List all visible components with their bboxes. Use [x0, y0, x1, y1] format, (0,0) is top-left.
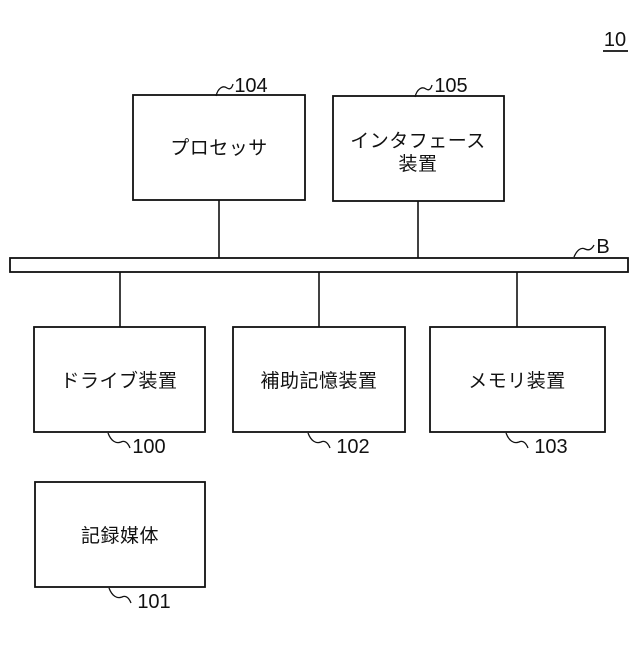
recording-medium-box: [34, 481, 206, 588]
processor-box: [132, 94, 306, 201]
drive-label: ドライブ装置: [60, 369, 177, 392]
recording-medium-label: 記録媒体: [81, 525, 159, 547]
drive-ref: 100: [132, 436, 165, 458]
drive-ref-leader: [107, 432, 131, 449]
processor-ref: 104: [234, 75, 267, 97]
processor-label: プロセッサ: [170, 137, 268, 159]
interface-ref-leader: [414, 84, 433, 98]
memory-ref: 103: [534, 436, 567, 458]
interface-label-line1: インタフェース: [350, 130, 486, 152]
interface-box: [332, 95, 505, 202]
bus-bar: [9, 257, 629, 273]
interface-label-line2: 装置: [398, 153, 437, 175]
recording-medium-ref: 101: [137, 591, 170, 613]
recording-medium-ref-leader: [108, 587, 132, 604]
bus-label: B: [596, 236, 609, 258]
aux-storage-box: [232, 326, 406, 433]
interface-ref: 105: [434, 75, 467, 97]
memory-label: メモリ装置: [468, 370, 566, 392]
memory-ref-leader: [505, 432, 529, 449]
drive-box: [33, 326, 206, 433]
aux-storage-label: 補助記憶装置: [260, 370, 377, 392]
processor-ref-leader: [215, 83, 234, 97]
figure-number: 10: [604, 29, 626, 51]
bus-label-leader: [573, 244, 595, 258]
aux-storage-ref: 102: [336, 436, 369, 458]
aux-storage-ref-leader: [307, 432, 331, 449]
memory-box: [429, 326, 606, 433]
